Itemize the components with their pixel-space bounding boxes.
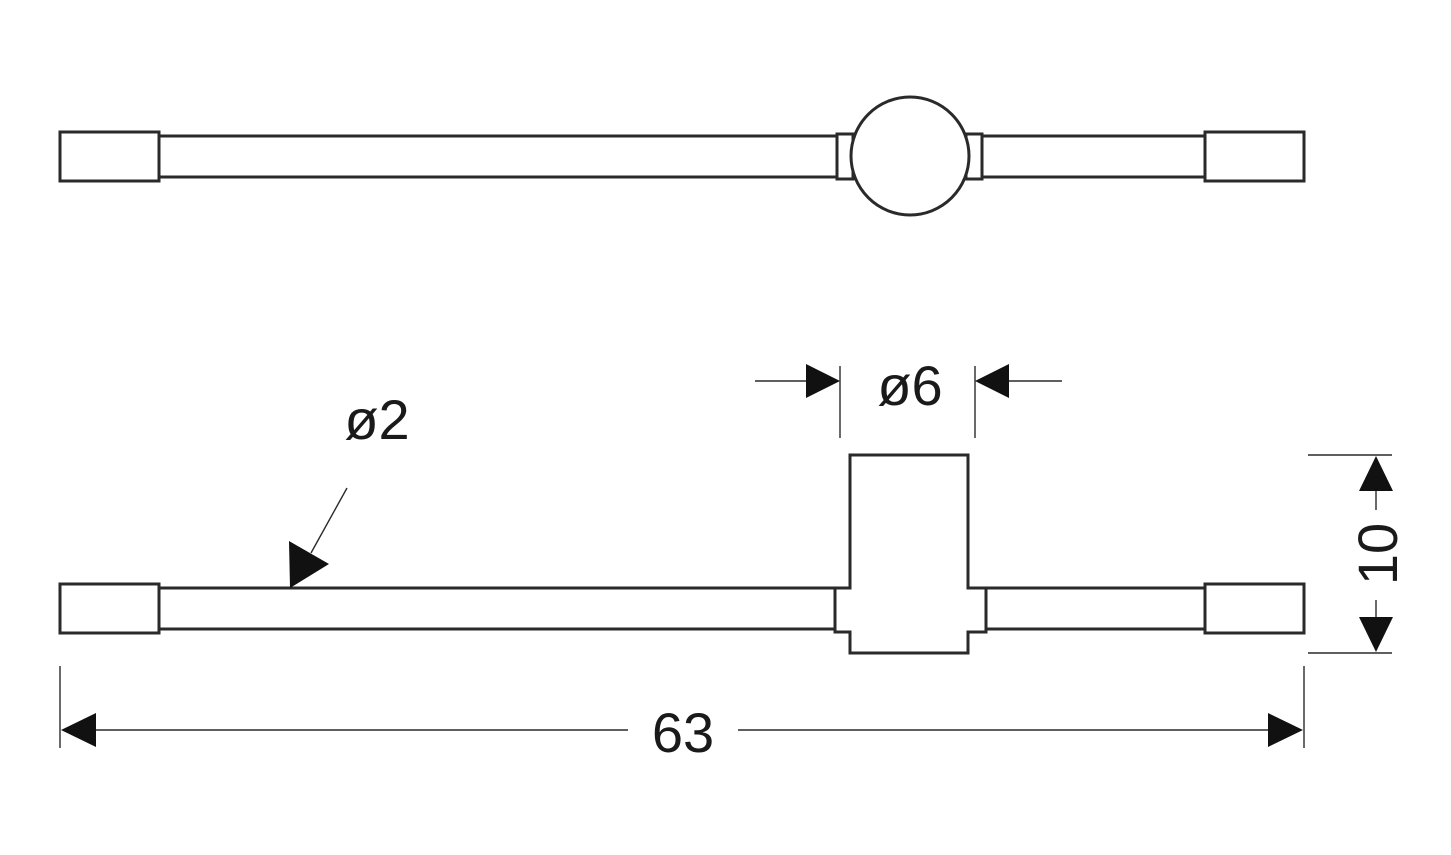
side-right-rod (984, 586, 1210, 631)
overall-length-label: 63 (652, 701, 714, 764)
height-dim-arrow-bottom (1359, 617, 1393, 652)
center-height-dimension: 10 (1308, 454, 1409, 654)
center-dim-arrow-right (975, 364, 1009, 398)
side-left-end-cap (58, 582, 161, 635)
top-right-end-cap (1203, 130, 1306, 183)
center-height-label: 10 (1346, 523, 1409, 585)
top-view (58, 95, 1306, 217)
top-left-end-cap (58, 130, 161, 183)
side-view (58, 453, 1306, 655)
side-left-rod (156, 586, 838, 631)
side-center-body (833, 453, 988, 655)
length-dim-arrow-right (1268, 713, 1303, 747)
center-dim-arrow-left (806, 364, 840, 398)
rod-diameter-label: ø2 (344, 388, 409, 451)
center-diameter-dimension: ø6 (755, 354, 1062, 438)
rod-dim-leader (310, 487, 348, 554)
side-right-end-cap (1203, 582, 1306, 635)
length-dim-arrow-left (61, 713, 96, 747)
top-center-sphere (849, 95, 971, 217)
top-left-rod (156, 134, 842, 179)
rod-dim-arrow (289, 541, 329, 588)
center-diameter-label: ø6 (877, 354, 942, 417)
overall-length-dimension: 63 (59, 666, 1305, 764)
top-right-rod (977, 134, 1209, 179)
rod-diameter-dimension: ø2 (289, 388, 410, 588)
height-dim-arrow-top (1359, 456, 1393, 491)
